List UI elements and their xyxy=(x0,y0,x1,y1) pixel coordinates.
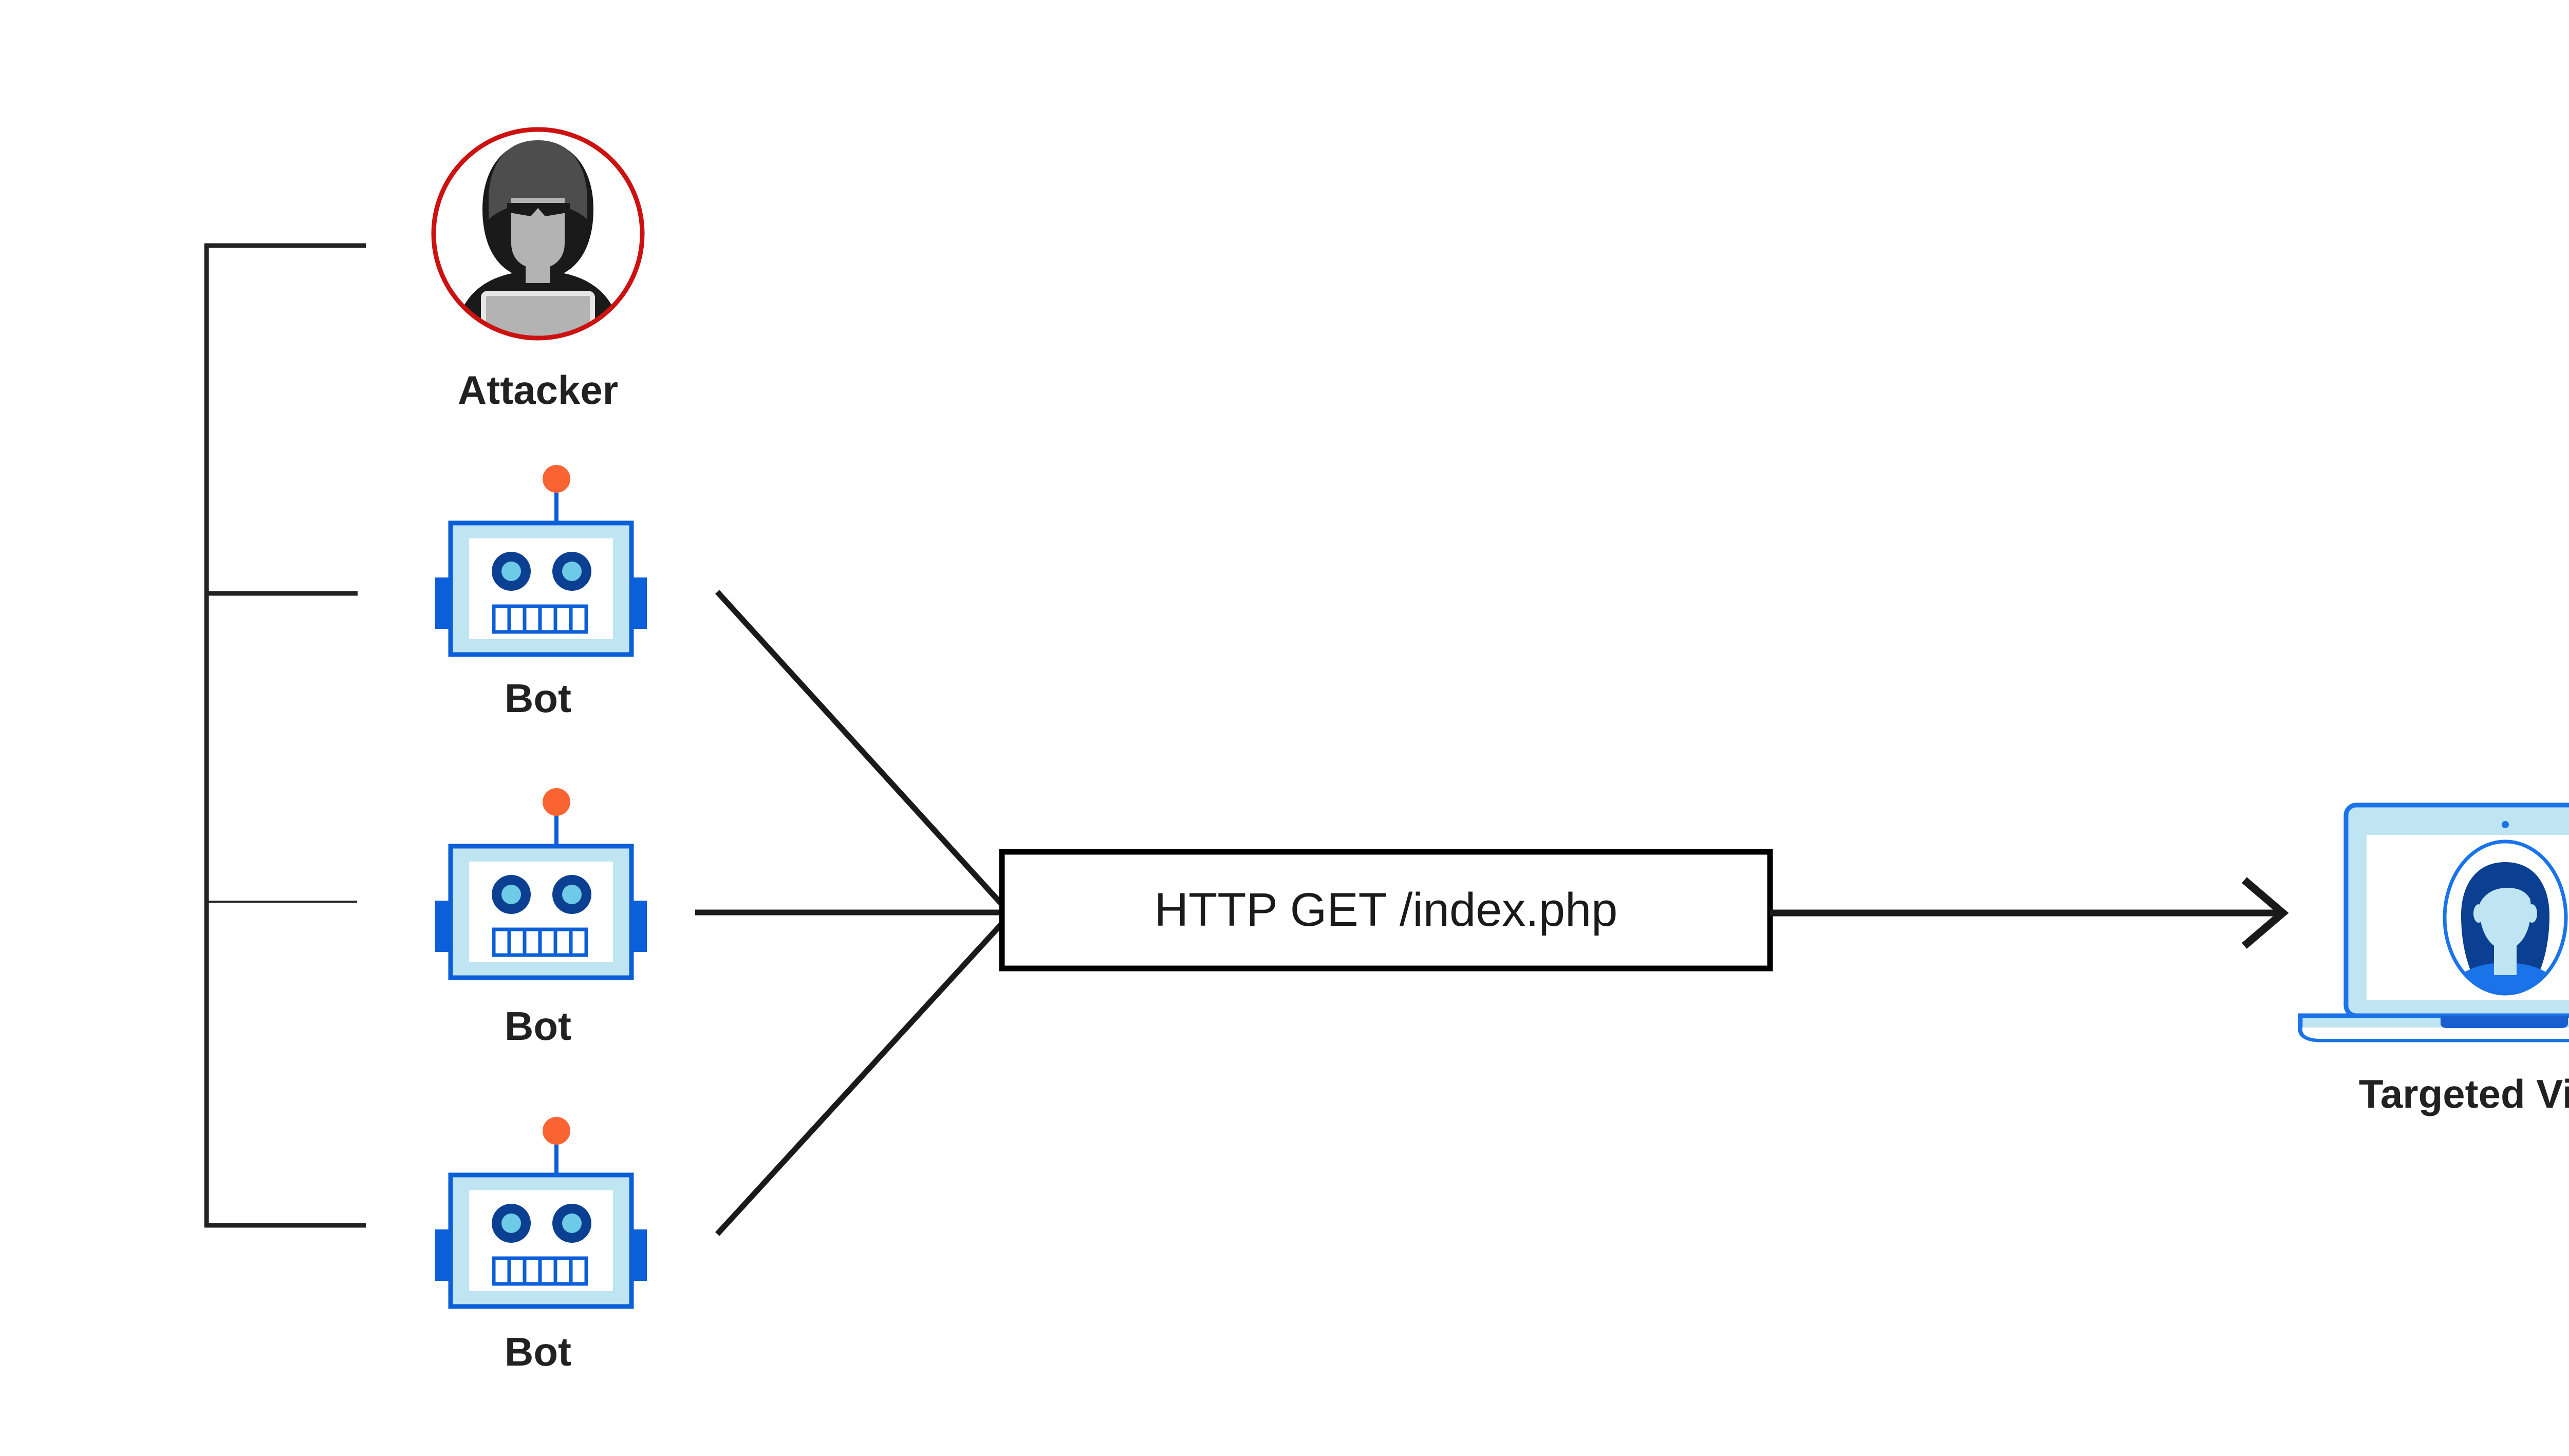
arrow-head-chevron-icon xyxy=(2242,877,2289,949)
bot-2-label: Bot xyxy=(505,1003,571,1049)
bot-1-label: Bot xyxy=(505,676,571,721)
victim-webcam-icon xyxy=(2502,821,2509,828)
bot1-to-packet-line xyxy=(715,590,1008,910)
attacker-label: Attacker xyxy=(457,367,619,413)
victim-laptop-lip xyxy=(2302,1028,2569,1039)
attacker-avatar-icon xyxy=(456,140,620,343)
victim-laptop-hinge xyxy=(2441,1016,2568,1028)
http-request-label: HTTP GET /index.php xyxy=(1154,884,1618,936)
bot-3-label: Bot xyxy=(505,1329,571,1374)
attacker-ring xyxy=(431,127,645,341)
bot-traffic-lines xyxy=(695,590,1008,1236)
bot-2-icon xyxy=(435,788,647,978)
bot-node-2[interactable] xyxy=(435,788,647,978)
bot-3-icon xyxy=(435,1117,647,1306)
bot-node-1[interactable] xyxy=(435,465,647,655)
victim-label: Targeted Victim xyxy=(2359,1071,2569,1116)
attacker-to-bots-bracket xyxy=(204,243,366,1228)
victim-node[interactable] xyxy=(2298,802,2569,1042)
bot3-to-packet-line xyxy=(715,918,1008,1236)
http-request-box[interactable] xyxy=(999,849,1773,972)
bot-node-3[interactable] xyxy=(435,1117,647,1306)
bot-1-icon xyxy=(435,465,647,655)
attacker-node[interactable] xyxy=(431,127,645,343)
packet-to-victim-arrow xyxy=(1770,877,2289,949)
